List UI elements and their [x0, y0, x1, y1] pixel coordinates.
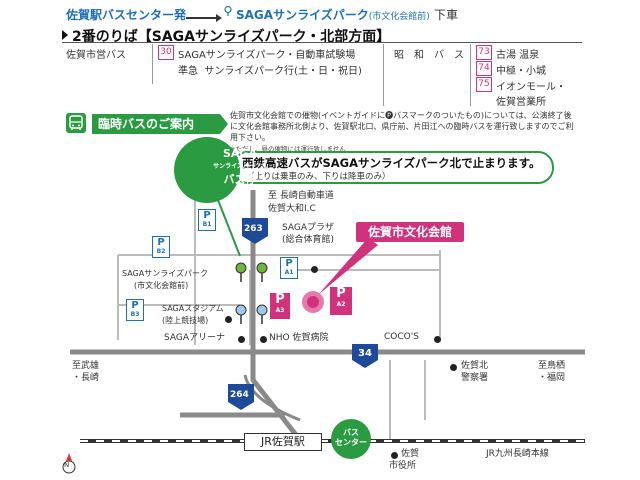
alight-text: 下車 [433, 8, 458, 22]
cocos-dot [434, 336, 441, 343]
to-nagasaki: ・長崎 [72, 373, 100, 383]
route-badge-73: 73 [476, 45, 492, 60]
divider [470, 44, 471, 106]
bus-center-l1: バス [343, 428, 359, 437]
stadium: SAGAスタジアム [162, 304, 224, 313]
stadium-sub: (陸上競技場) [162, 316, 209, 325]
route-74: 中極・小城 [496, 66, 546, 77]
destination-text: SAGAサンライズパーク [236, 8, 369, 22]
north-label: N [64, 461, 70, 469]
city-office2: 市役所 [389, 461, 417, 471]
divider [383, 44, 384, 106]
to-fukuoka: ・福岡 [538, 373, 566, 383]
arena: SAGAアリーナ [164, 333, 226, 343]
city-office: 佐賀 [401, 449, 420, 459]
route-73: 古湯 温泉 [496, 50, 540, 61]
stop-line1: SAGA [223, 147, 257, 160]
origin-text: 佐賀駅バスセンター発 [66, 8, 187, 22]
destination: SAGAサンライズパーク(市文化会館前) 下車 [236, 6, 458, 23]
city-office-dot [391, 452, 398, 459]
notice-text: 佐賀市文化会館での催物(イベントガイドに🅟バスマークのついたもの)については、公… [230, 111, 574, 142]
notice-small: ※ただし、昼の催物には運行致しません [230, 145, 346, 153]
stop-line3: バス停 [223, 173, 257, 186]
route-30: SAGAサンライズパーク・自動車試験場 [178, 50, 356, 61]
map-pin-icon [224, 6, 232, 16]
bus-center-l2: センター [335, 438, 367, 447]
left-operator: 佐賀市営バス [66, 50, 126, 61]
route-badge-74: 74 [476, 61, 492, 76]
route-264: 264 [230, 390, 249, 400]
express-line: 準急 サンライズパーク行(土・日・祝日) [178, 62, 362, 77]
arrow-icon [186, 14, 222, 22]
sunrise-park-sub: (市文化会館前) [134, 281, 189, 290]
jr-line: JR九州長崎本線 [486, 449, 549, 459]
notice-text-block: 佐賀市文化会館での催物(イベントガイドに🅟バスマークのついたもの)については、公… [230, 110, 576, 155]
arena-dot [238, 336, 245, 343]
bubble-sub: （上りは乗車のみ、下りは降車のみ） [246, 172, 391, 182]
yamato-ic: 佐賀大和I.C [268, 204, 316, 214]
to-expressway: 至 長崎自動車道 [268, 191, 334, 201]
bus-stop-label: SAGA サンライズパーク北 バス停 [174, 137, 267, 203]
divider [152, 44, 153, 84]
divider [62, 42, 582, 43]
parking-a2-num: A2 [336, 301, 346, 308]
parking-a1-num: A1 [284, 269, 294, 276]
parking-b1-num: B1 [202, 221, 212, 228]
platform-title: 2番のりば【SAGAサンライズパーク・北部方面】 [62, 26, 390, 46]
parking-b2-num: B2 [156, 248, 166, 255]
triangle-icon [62, 30, 68, 40]
cocos: COCO'S [384, 332, 419, 342]
saga-plaza-dot [311, 266, 318, 273]
north-arrow-icon [62, 453, 76, 474]
sunrise-park: SAGAサンライズパーク [122, 269, 208, 278]
route-75: イオンモール・ [496, 82, 566, 93]
express-label: 準急 [178, 66, 198, 77]
to-takeo: 至武雄 [72, 361, 100, 371]
route-75b: 佐賀営業所 [496, 97, 546, 108]
venue-label: 佐賀市文化会館 [356, 222, 464, 242]
notice-banner: 臨時バスのご案内 [92, 114, 220, 134]
police2: 警察署 [461, 373, 489, 383]
parking-b3-num: B3 [130, 311, 140, 318]
express-route: サンライズパーク行(土・日・祝日) [204, 66, 362, 77]
route-263: 263 [244, 224, 263, 234]
platform-text: 2番のりば【SAGAサンライズパーク・北部方面】 [72, 29, 391, 45]
hospital: NHO 佐賀病院 [269, 333, 329, 343]
to-tosu: 至鳥栖 [538, 361, 566, 371]
hospital-dot [260, 336, 267, 343]
express-bus-bubble: 西鉄高速バスがSAGAサンライズパーク北で止まります。 （上りは乗車のみ、下りは… [232, 151, 554, 184]
saga-plaza-sub: (総合体育館) [282, 235, 335, 245]
right-operator: 昭 和 バ ス [394, 50, 464, 61]
bubble-main: 西鉄高速バスがSAGAサンライズパーク北で止まります。 [242, 156, 541, 170]
stadium-dot [225, 316, 232, 323]
police: 佐賀北 [461, 361, 489, 371]
bus-center: バス センター [331, 419, 371, 459]
route-header: 佐賀駅バスセンター発 [66, 6, 186, 23]
stop-line2: サンライズパーク北 [213, 163, 267, 170]
bus-icon [66, 113, 86, 133]
police-dot [450, 364, 457, 371]
route-badge-30: 30 [158, 45, 174, 60]
parking-a3-num: A3 [275, 307, 285, 314]
route-34: 34 [358, 348, 372, 359]
saga-plaza: SAGAプラザ [282, 223, 335, 233]
route-badge-75: 75 [476, 77, 492, 92]
banner-tail [220, 114, 228, 134]
jr-station: JR佐賀駅 [244, 433, 322, 451]
destination-note: (市文化会館前) [368, 12, 430, 22]
